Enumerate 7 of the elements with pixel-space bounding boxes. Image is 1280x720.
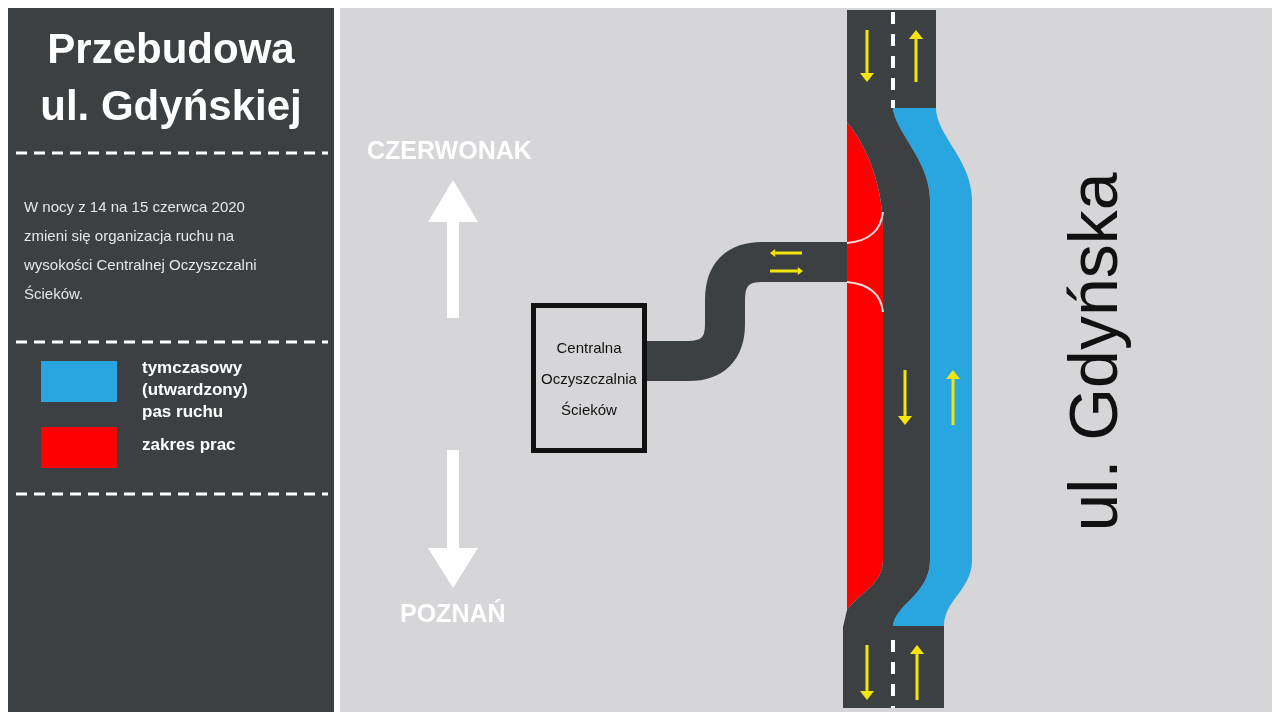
info-paragraph: W nocy z 14 na 15 czerwca 2020 zmieni się organizacja ruchu na wysokości Centralnej Oczyszczalni Ścieków.	[24, 197, 258, 304]
building-box	[531, 303, 647, 453]
street-label: ul. Gdyńska	[1054, 172, 1132, 532]
building-label: Centralna Oczyszczalnia Ścieków	[540, 337, 638, 420]
legend-label: tymczasowy (utwardzony) pas ruchu	[142, 357, 249, 423]
legend-label: zakres prac	[142, 434, 237, 456]
title-heading: Przebudowa ul. Gdyńskiej	[39, 24, 303, 131]
